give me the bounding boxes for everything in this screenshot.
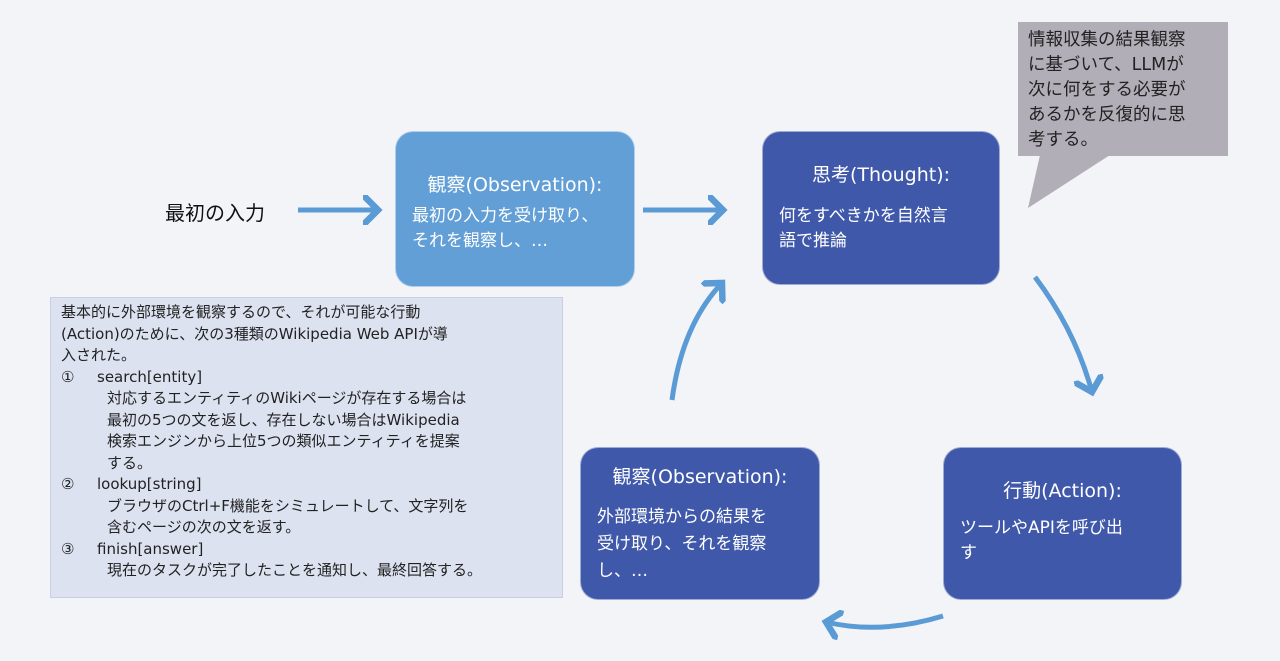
api-item-search: ① search[entity] xyxy=(61,367,552,389)
api-item-finish: ③ finish[answer] xyxy=(61,539,552,561)
callout-line: 次に何をする必要が xyxy=(1028,80,1186,100)
observation-text: それを観察し、… xyxy=(412,231,548,251)
callout-line: に基づいて、LLMが xyxy=(1028,55,1184,75)
api-desc: ブラウザのCtrl+F機能をシミュレートして、文字列を xyxy=(107,496,469,515)
observation-title: 観察(Observation): xyxy=(427,174,603,196)
api-desc: 最初の5つの文を返し、存在しない場合はWikipedia xyxy=(107,410,460,429)
api-name: lookup[string] xyxy=(97,475,202,493)
api-desc: する。 xyxy=(107,453,153,472)
api-item-lookup: ② lookup[string] xyxy=(61,474,552,496)
thought-title: 思考(Thought): xyxy=(811,164,951,186)
thought-text: 何をすべきかを自然言 xyxy=(779,206,948,226)
action-text: ツールやAPIを呼び出 xyxy=(960,518,1123,538)
api-note-box: 基本的に外部環境を観察するので、それが可能な行動 (Action)のために、次の… xyxy=(50,297,563,598)
observation-title: 観察(Observation): xyxy=(612,466,788,488)
initial-input-label: 最初の入力 xyxy=(165,201,265,225)
observation-box-top: 観察(Observation): 最初の入力を受け取り、 それを観察し、… xyxy=(395,131,635,287)
callout-line: あるかを反復的に思 xyxy=(1028,105,1186,125)
observation-box-bottom: 観察(Observation): 外部環境からの結果を 受け取り、それを観察 し… xyxy=(580,447,820,600)
observation-text: 外部環境からの結果を xyxy=(597,507,767,527)
arrow-observation-to-thought-loop xyxy=(669,283,722,401)
item-number: ③ xyxy=(61,539,75,558)
note-intro: 入された。 xyxy=(61,346,137,364)
callout-line: 情報収集の結果観察 xyxy=(1028,30,1186,50)
arrow-action-to-observation xyxy=(826,616,944,627)
action-text: す xyxy=(960,543,977,563)
api-desc: 検索エンジンから上位5つの類似エンティティを提案 xyxy=(107,432,460,450)
callout-line: 考する。 xyxy=(1028,130,1098,150)
api-desc: 現在のタスクが完了したことを通知し、最終回答する。 xyxy=(107,561,483,579)
thought-callout: 情報収集の結果観察 に基づいて、LLMが 次に何をする必要が あるかを反復的に思… xyxy=(1018,22,1228,156)
note-intro: 基本的に外部環境を観察するので、それが可能な行動 xyxy=(61,303,421,321)
action-box: 行動(Action): ツールやAPIを呼び出 す xyxy=(943,447,1182,600)
api-name: finish[answer] xyxy=(97,539,204,558)
action-title: 行動(Action): xyxy=(1003,480,1122,502)
api-desc: 含むページの次の文を返す。 xyxy=(107,518,301,536)
arrow-thought-to-action xyxy=(1033,275,1092,392)
callout-tail xyxy=(1028,155,1110,208)
observation-text: 受け取り、それを観察 xyxy=(597,534,767,554)
api-desc: 対応するエンティティのWikiページが存在する場合は xyxy=(107,389,467,407)
item-number: ② xyxy=(61,475,75,493)
item-number: ① xyxy=(61,367,75,386)
observation-text: 最初の入力を受け取り、 xyxy=(412,206,599,226)
observation-text: し、… xyxy=(597,561,648,581)
note-intro: (Action)のために、次の3種類のWikipedia Web APIが導 xyxy=(61,324,448,343)
thought-text: 語で推論 xyxy=(779,231,847,251)
thought-box: 思考(Thought): 何をすべきかを自然言 語で推論 xyxy=(762,131,1000,285)
api-name: search[entity] xyxy=(97,367,203,386)
